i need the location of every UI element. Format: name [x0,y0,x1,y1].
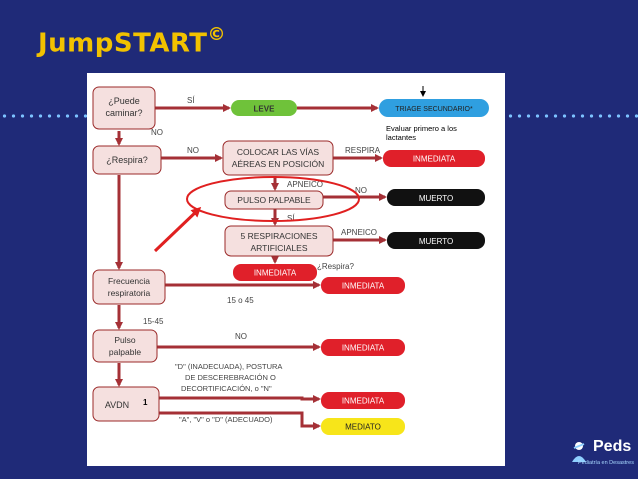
label-rate-ok: 15-45 [143,317,164,326]
outcome-inmediata-pulse: INMEDIATA [321,339,405,356]
svg-text:ARTIFICIALES: ARTIFICIALES [251,243,308,253]
outcome-inmediata-airway: INMEDIATA [383,150,485,167]
dotted-line-left [0,113,88,119]
step-airway: COLOCAR LAS VÍAS AÉREAS EN POSICIÓN [222,140,334,176]
step-pulse-center: PULSO PALPABLE [224,190,324,210]
step-pulse-left: Pulso palpable [92,329,158,363]
outcome-muerto-pulse: MUERTO [387,189,485,206]
svg-text:palpable: palpable [109,347,141,357]
outcome-inmediata-rate: INMEDIATA [321,277,405,294]
connector-lines [115,104,387,430]
label-apneico-1: APNEICO [287,180,323,189]
slide-title: JumpSTART© [38,24,227,59]
svg-text:INMEDIATA: INMEDIATA [342,397,385,406]
label-avpu-bad-1: "D" (INADECUADA), POSTURA [175,362,282,371]
logo-subtitle: Pediatría en Desastres [578,460,634,466]
label-si-pulse: SÍ [287,214,295,223]
outcome-inmediata-avpu: INMEDIATA [321,392,405,409]
svg-text:PULSO PALPABLE: PULSO PALPABLE [237,195,311,205]
step-breathe: ¿Respira? [92,145,162,175]
footnote-marker: 1 [143,398,148,407]
svg-text:LEVE: LEVE [254,105,276,114]
highlight-arrow [153,206,202,253]
svg-text:MUERTO: MUERTO [419,194,453,203]
step-walk: ¿Puede caminar? [92,86,156,130]
svg-text:Frecuencia: Frecuencia [108,276,150,286]
label-avpu-bad-2: DE DESCEREBRACIÓN O [185,373,276,382]
svg-text:INMEDIATA: INMEDIATA [413,155,456,164]
highlight-ellipse [186,176,360,222]
label-avpu-bad-3: DECORTIFICACIÓN, o "N" [181,384,272,393]
svg-text:¿Respira?: ¿Respira? [106,155,148,165]
label-no-breathe: NO [187,146,199,155]
svg-text:TRIAGE SECUNDARIO*: TRIAGE SECUNDARIO* [395,106,473,113]
step-breaths: 5 RESPIRACIONES ARTIFICIALES [224,225,334,257]
label-no-pulse-left: NO [235,332,247,341]
label-rate-out: 15 o 45 [227,296,254,305]
label-respira: RESPIRA [345,146,381,155]
outcome-inmediata-center: INMEDIATA [233,264,317,281]
label-apneico-2: APNEICO [341,228,377,237]
svg-text:INMEDIATA: INMEDIATA [254,269,297,278]
peds-logo-icon [566,436,632,476]
footer-line-2: Adaptado de: PEPP. Programa de Educación… [95,456,487,465]
svg-text:respiratoria: respiratoria [108,288,151,298]
svg-text:caminar?: caminar? [105,108,142,118]
logo-word: Peds [593,438,632,455]
svg-text:AVDN: AVDN [105,400,129,410]
label-avpu-ok: "A", "V" o "D" (ADECUADO) [179,415,273,424]
outcome-leve: LEVE [231,100,297,116]
svg-text:MUERTO: MUERTO [419,237,453,246]
outcome-triage-secundario: TRIAGE SECUNDARIO* [379,99,489,117]
label-no-pulse: NO [355,186,367,195]
outcome-muerto-breaths: MUERTO [387,232,485,249]
footer-line-1: 1. A: Alerta, V: Responde a la voz, D: R… [95,445,370,454]
infant-note: Evaluar primero a los lactantes [386,124,466,142]
svg-text:INMEDIATA: INMEDIATA [342,344,385,353]
label-si-walk: SÍ [187,96,195,105]
step-resp-rate: Frecuencia respiratoria [92,269,166,305]
svg-text:MEDIATO: MEDIATO [345,423,381,432]
svg-text:COLOCAR LAS VÍAS: COLOCAR LAS VÍAS [237,147,320,157]
label-respira-question: ¿Respira? [317,262,354,271]
svg-text:INMEDIATA: INMEDIATA [342,282,385,291]
label-no-walk: NO [151,128,163,137]
outcome-mediato: MEDIATO [321,418,405,435]
svg-text:Pulso: Pulso [114,335,136,345]
copyright-symbol: © [207,24,227,45]
step-avpu: AVDN [92,386,160,422]
svg-text:5 RESPIRACIONES: 5 RESPIRACIONES [241,231,318,241]
footer: 1. A: Alerta, V: Responde a la voz, D: R… [95,444,515,466]
svg-text:¿Puede: ¿Puede [108,96,140,106]
dotted-line-right [506,113,638,119]
svg-text:AÉREAS EN POSICIÓN: AÉREAS EN POSICIÓN [232,159,325,169]
